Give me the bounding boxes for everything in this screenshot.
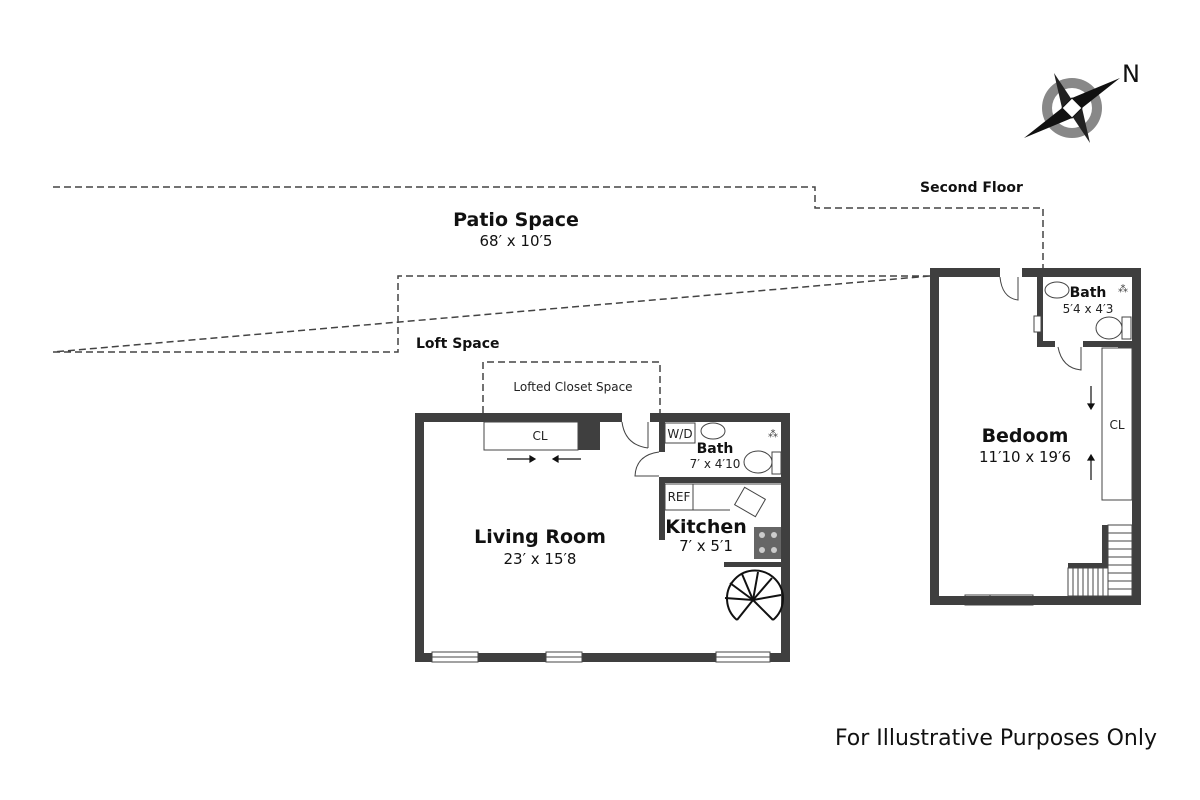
bath1-name: Bath: [697, 441, 734, 457]
bedroom-closet-label: CL: [1109, 418, 1124, 432]
bedroom-name: Bedoom: [982, 425, 1069, 447]
second-floor-label: Second Floor: [920, 180, 1023, 196]
bath2-dims: 5′4 x 4′3: [1063, 302, 1114, 316]
compass-rose-icon: [1024, 73, 1120, 143]
bath2-window: [1033, 315, 1042, 333]
refrigerator: [664, 483, 694, 511]
living-room-dims: 23′ x 15′8: [504, 550, 577, 568]
shower-icon: ⁂: [768, 428, 778, 440]
compass-north-label: N: [1122, 60, 1140, 88]
kitchen-sink-icon: [733, 486, 767, 518]
closet-door[interactable]: [621, 421, 649, 449]
kitchen-dims: 7′ x 5′1: [679, 537, 733, 555]
closet: [483, 421, 579, 451]
staircase-icon: [1067, 524, 1133, 597]
living-room-name: Living Room: [474, 526, 606, 548]
bath2-name: Bath: [1070, 285, 1107, 301]
toilet-tank: [1121, 316, 1132, 340]
spiral-staircase-icon: [724, 569, 784, 621]
toilet-icon: [743, 450, 773, 474]
bedroom-door[interactable]: [999, 276, 1019, 301]
burners: [759, 532, 777, 553]
bath1-dims: 7′ x 4′10: [690, 457, 741, 471]
lofted-closet-label: Lofted Closet Space: [513, 380, 632, 394]
wd-label: W/D: [667, 427, 692, 441]
disclaimer: For Illustrative Purposes Only: [835, 726, 1157, 751]
stove-icon: [754, 527, 781, 559]
patio-dims: 68′ x 10′5: [480, 232, 553, 250]
bedroom-unit-walls: [930, 268, 1141, 605]
patio-outline: [52, 186, 1044, 353]
bath2-door[interactable]: [1057, 346, 1082, 371]
sliding-door-arrows-icon: [1086, 386, 1096, 480]
sliding-door-arrows-icon: [507, 454, 581, 464]
bedroom-closet: [1101, 347, 1133, 501]
loft-space-label: Loft Space: [416, 336, 500, 352]
shower-icon: ⁂: [1118, 283, 1128, 295]
bath-door[interactable]: [634, 451, 660, 477]
living-unit-walls: [415, 413, 790, 662]
toilet-tank: [771, 451, 782, 475]
patio-name: Patio Space: [453, 209, 579, 231]
sink-icon: [700, 422, 726, 440]
bedroom-dims: 11′10 x 19′6: [979, 448, 1071, 466]
ref-label: REF: [668, 490, 691, 504]
counter: [693, 483, 781, 511]
kitchen-name: Kitchen: [665, 516, 747, 538]
closet-label: CL: [532, 429, 547, 443]
windows: [431, 594, 1034, 663]
toilet-icon: [1095, 316, 1123, 340]
washer-dryer: [664, 422, 696, 444]
lofted-closet-outline: [482, 361, 661, 413]
sink-icon: [1044, 281, 1070, 299]
